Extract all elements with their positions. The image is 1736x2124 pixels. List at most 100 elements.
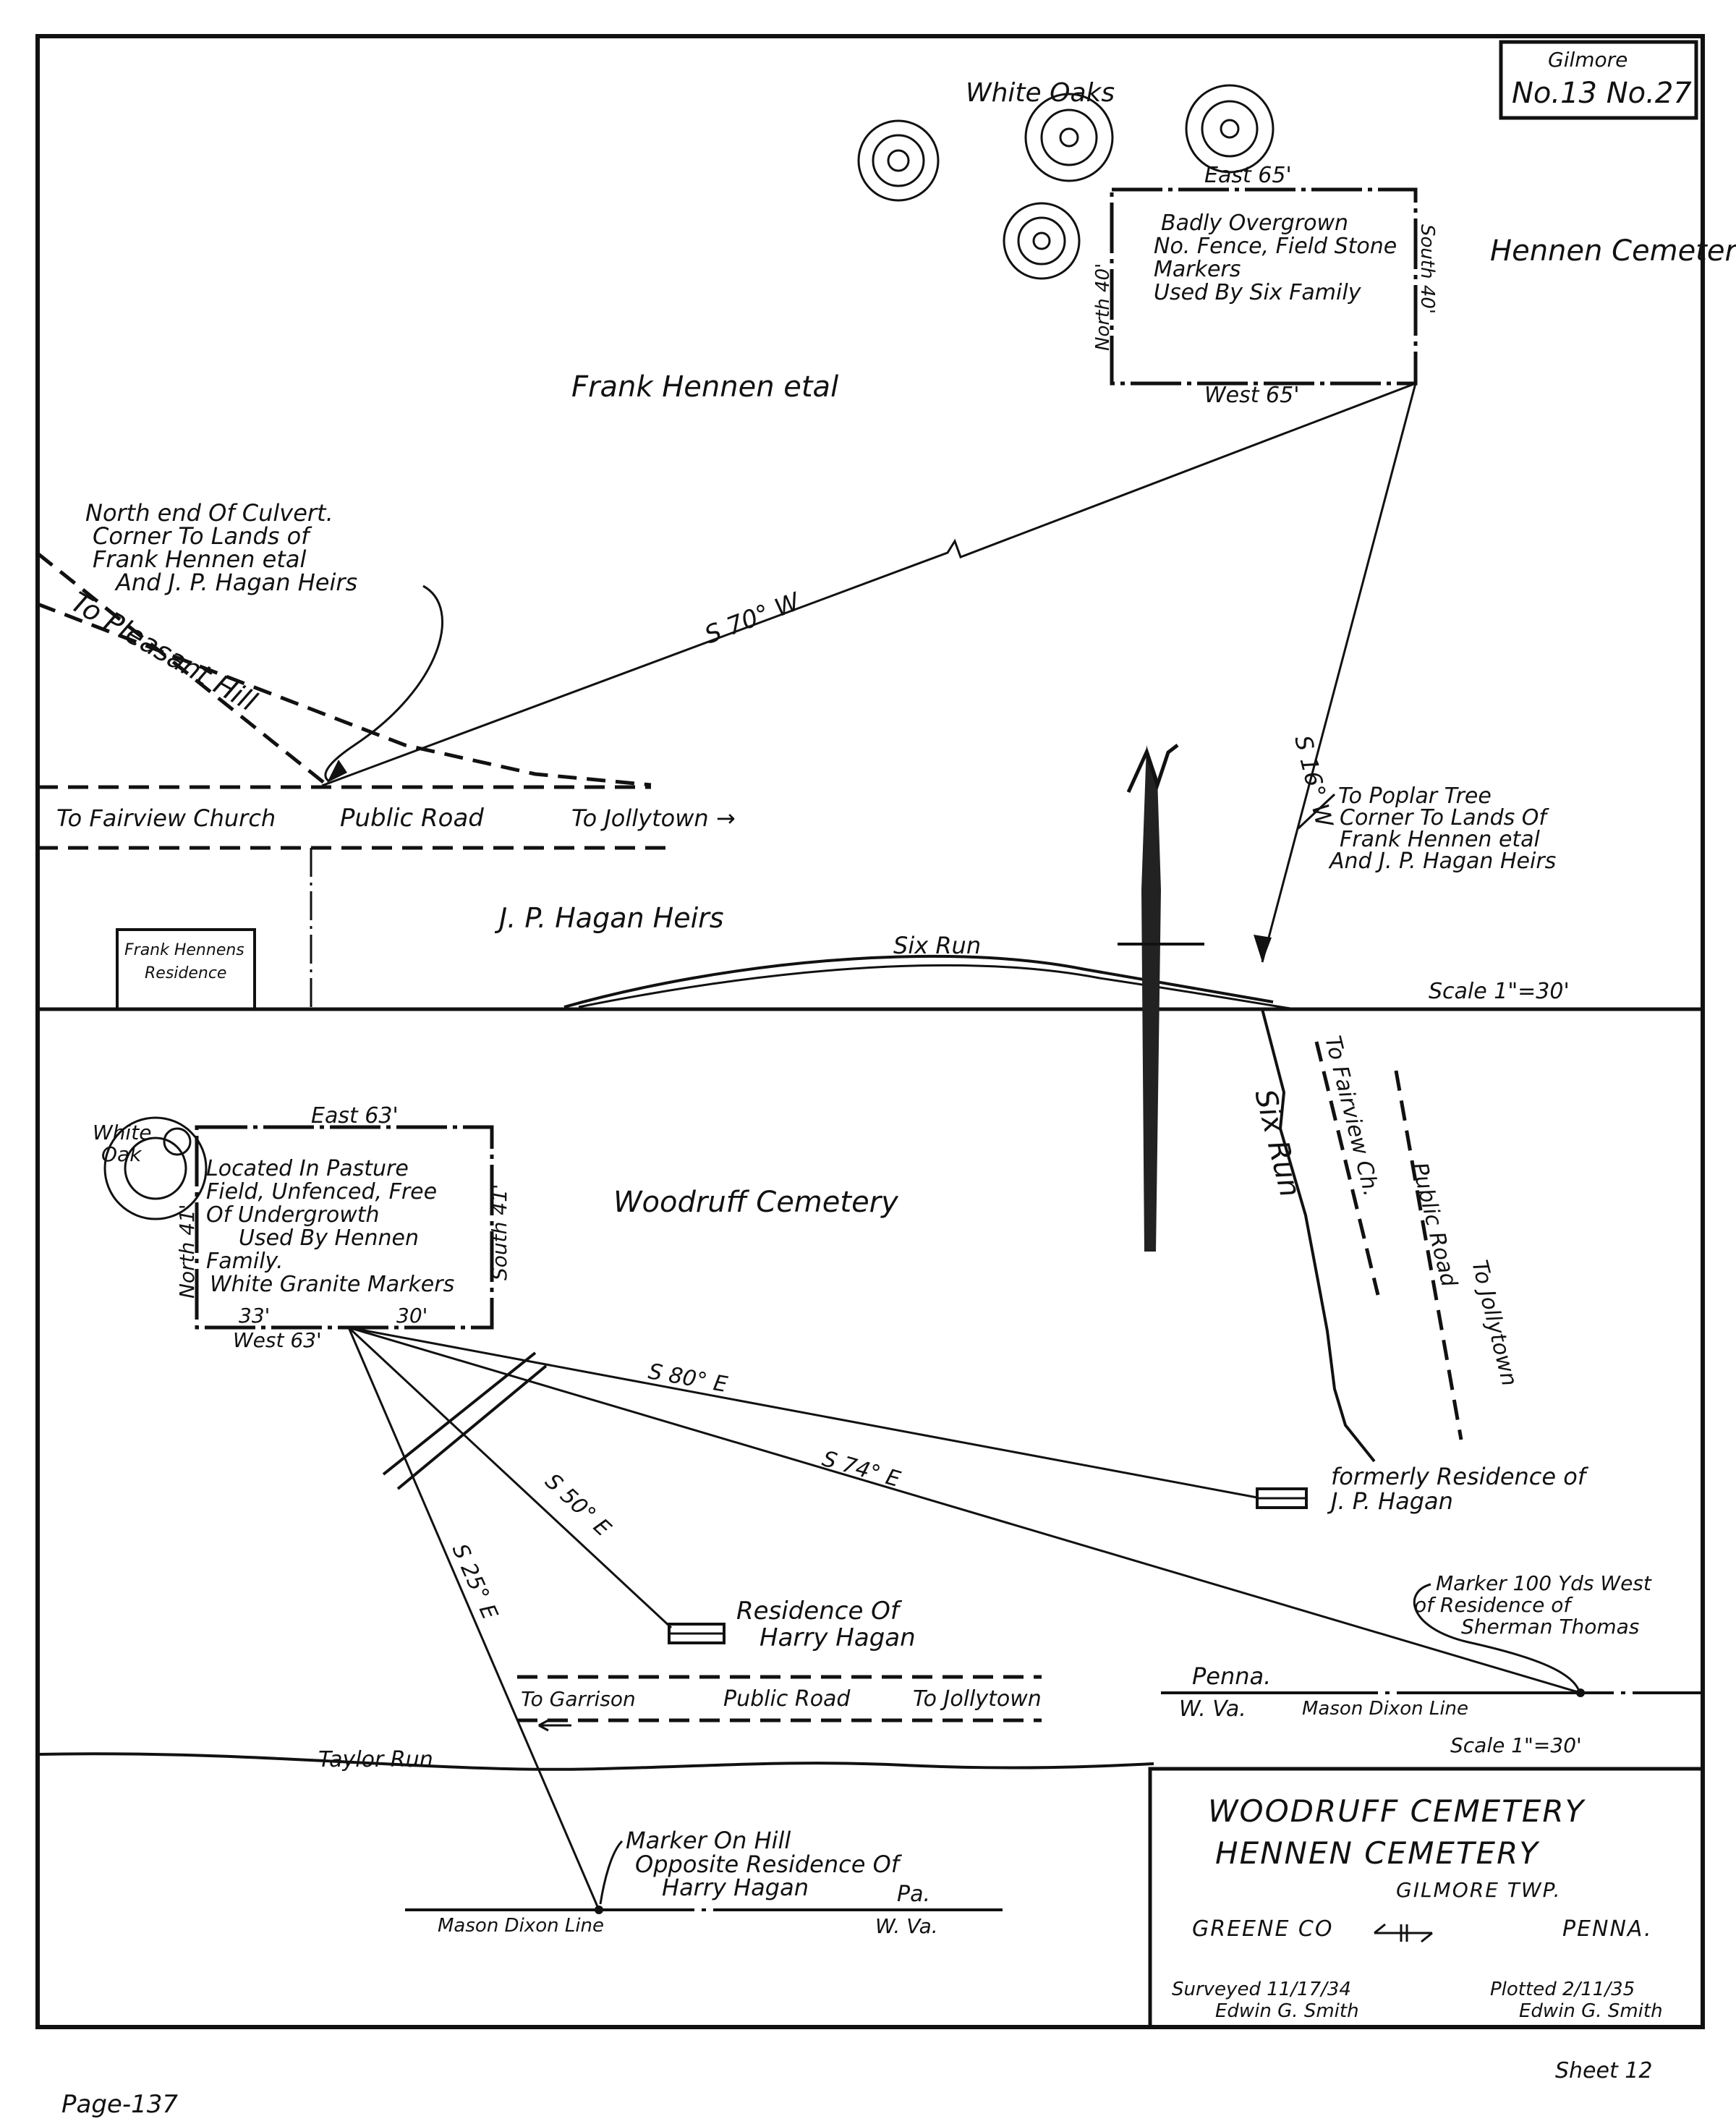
svg-text:GILMORE TWP.: GILMORE TWP. <box>1396 1878 1562 1902</box>
svg-text:HENNEN CEMETERY: HENNEN CEMETERY <box>1215 1835 1540 1871</box>
svg-text:of Residence of: of Residence of <box>1414 1593 1573 1617</box>
bearing-line-s70w <box>321 382 1416 787</box>
garrison-arrow <box>538 1719 571 1732</box>
road-garrison-label: To Garrison <box>521 1687 636 1711</box>
svg-text:No.13 No.27: No.13 No.27 <box>1512 77 1692 110</box>
hennen-south-label: South 40' <box>1416 224 1438 314</box>
pleasant-hill-label: To Pleasant Hill <box>66 586 263 718</box>
svg-text:Family.: Family. <box>206 1249 284 1274</box>
scale-upper: Scale 1"=30' <box>1429 979 1570 1004</box>
public-road-vert-edge-2 <box>1394 1070 1463 1440</box>
svg-text:Surveyed 11/17/34: Surveyed 11/17/34 <box>1172 1979 1351 2000</box>
bearing-lines-lower <box>347 1326 1581 1911</box>
harry-hagan-residence <box>668 1623 726 1644</box>
hennen-west-label: West 65' <box>1204 383 1299 408</box>
six-run-creek-upper-2 <box>578 964 1295 1011</box>
road-public-vert-label: Public Road <box>1406 1160 1462 1290</box>
svg-text:Gilmore: Gilmore <box>1548 48 1628 72</box>
svg-text:Frank Hennen etal: Frank Hennen etal <box>1340 827 1541 852</box>
wva2-label: W. Va. <box>875 1914 938 1938</box>
road-public2-label: Public Road <box>723 1686 851 1712</box>
seg-b-label: 30' <box>396 1304 427 1328</box>
svg-text:WOODRUFF CEMETERY: WOODRUFF CEMETERY <box>1208 1793 1586 1829</box>
svg-text:Field, Unfenced, Free: Field, Unfenced, Free <box>206 1179 437 1205</box>
residence-label-2: Residence <box>145 964 226 982</box>
bearing-s50e-label: S 50° E <box>540 1469 616 1542</box>
road-jolly-label: To Jollytown → <box>571 804 736 832</box>
woodruff-plot <box>195 1125 494 1330</box>
white-oaks-label: White Oaks <box>966 78 1115 108</box>
bearing-line-s16w <box>1261 383 1417 963</box>
bearing-s16w-label: S 16° W <box>1289 733 1338 831</box>
svg-text:Used By Six Family: Used By Six Family <box>1154 280 1362 305</box>
hennen-residence <box>116 928 256 1011</box>
six-run-lower-label: Six Run <box>1248 1086 1306 1200</box>
poplar-pointer <box>1297 793 1336 830</box>
woodruff-east-label: East 63' <box>311 1103 399 1129</box>
svg-text:And J. P. Hagan Heirs: And J. P. Hagan Heirs <box>114 569 357 596</box>
bearing-s70w-label: S 70° W <box>701 587 805 650</box>
woodruff-south-label: South 41' <box>488 1184 511 1280</box>
woodruff-notes: Located In Pasture Field, Unfenced, Free… <box>206 1156 454 1297</box>
residence-label-1: Frank Hennens <box>124 941 244 959</box>
jp-residence-label-1: formerly Residence of <box>1331 1463 1589 1490</box>
thomas-marker-note: Marker 100 Yds West of Residence of Sher… <box>1414 1571 1652 1639</box>
hennen-north-label: North 40' <box>1092 263 1114 351</box>
road-public-label: Public Road <box>340 804 484 833</box>
harry-residence-label-2: Harry Hagan <box>760 1623 916 1652</box>
svg-text:North end Of Culvert.: North end Of Culvert. <box>85 499 333 527</box>
svg-text:GREENE CO: GREENE CO <box>1192 1916 1334 1942</box>
sheet-label: Sheet 12 <box>1555 2058 1652 2083</box>
svg-text:Marker On Hill: Marker On Hill <box>626 1827 791 1854</box>
svg-text:Badly Overgrown: Badly Overgrown <box>1161 211 1348 236</box>
svg-text:Markers: Markers <box>1154 257 1241 282</box>
pa-label: Pa. <box>897 1882 930 1907</box>
svg-text:Opposite Residence Of: Opposite Residence Of <box>635 1851 903 1878</box>
svg-text:Edwin G. Smith: Edwin G. Smith <box>1519 2000 1663 2022</box>
svg-text:Marker 100 Yds West: Marker 100 Yds West <box>1436 1571 1652 1595</box>
jp-hagan-residence <box>1256 1487 1308 1509</box>
woodruff-west-label: West 63' <box>233 1328 322 1352</box>
svg-text:PENNA.: PENNA. <box>1562 1916 1653 1942</box>
woodruff-north-label: North 41' <box>175 1204 199 1299</box>
white-oak-trees <box>857 84 1275 280</box>
six-run-creek-lower <box>1261 1008 1376 1463</box>
jp-residence-label-2: J. P. Hagan <box>1327 1487 1453 1515</box>
hennen-east-label: East 65' <box>1204 163 1292 188</box>
mason-dixon-label: Mason Dixon Line <box>1302 1698 1468 1720</box>
white-oak-tree-lower <box>103 1116 208 1220</box>
north-arrow <box>1118 744 1204 1252</box>
culvert-arrow <box>324 585 443 783</box>
six-run-upper-label: Six Run <box>893 932 981 959</box>
svg-text:Sherman Thomas: Sherman Thomas <box>1461 1615 1639 1639</box>
page-label: Page-137 <box>61 2090 178 2119</box>
svg-text:Harry Hagan: Harry Hagan <box>662 1874 809 1901</box>
road-jolly-vert-label: To Jollytown <box>1466 1257 1522 1388</box>
poplar-note: To Poplar Tree Corner To Lands Of Frank … <box>1328 783 1556 874</box>
svg-text:And J. P. Hagan Heirs: And J. P. Hagan Heirs <box>1328 849 1556 874</box>
hill-marker-pointer <box>599 1840 624 1905</box>
penna-label: Penna. <box>1192 1662 1271 1690</box>
svg-text:White Granite Markers: White Granite Markers <box>210 1272 454 1297</box>
svg-text:No. Fence, Field Stone: No. Fence, Field Stone <box>1154 234 1397 259</box>
svg-text:Used By Hennen: Used By Hennen <box>239 1225 419 1251</box>
arrowhead-poplar <box>1254 935 1272 962</box>
pleasant-road-edge-2 <box>37 602 652 787</box>
svg-text:Of Undergrowth: Of Undergrowth <box>206 1202 380 1228</box>
woodruff-cemetery-name: Woodruff Cemetery <box>613 1186 899 1219</box>
public-road-vert-edge-1 <box>1314 1041 1380 1296</box>
svg-text:Edwin G. Smith: Edwin G. Smith <box>1215 2000 1359 2022</box>
title-block: WOODRUFF CEMETERY HENNEN CEMETERY GILMOR… <box>1148 1767 1705 2029</box>
seg-a-label: 33' <box>239 1304 270 1328</box>
svg-text:Located In Pasture: Located In Pasture <box>206 1156 409 1181</box>
lane-crossing <box>382 1351 548 1490</box>
bearing-s74e-label: S 74° E <box>820 1446 903 1492</box>
road-fairview-ch-label: To Fairview Ch. <box>1319 1033 1384 1199</box>
white-oak-label-1: White <box>93 1121 151 1144</box>
pleasant-road-edge-1 <box>36 552 326 784</box>
wva-label: W. Va. <box>1179 1696 1246 1722</box>
hagan-heirs-label: J. P. Hagan Heirs <box>494 902 724 934</box>
harry-residence-label-1: Residence Of <box>736 1597 903 1626</box>
map-border <box>35 34 1705 2029</box>
